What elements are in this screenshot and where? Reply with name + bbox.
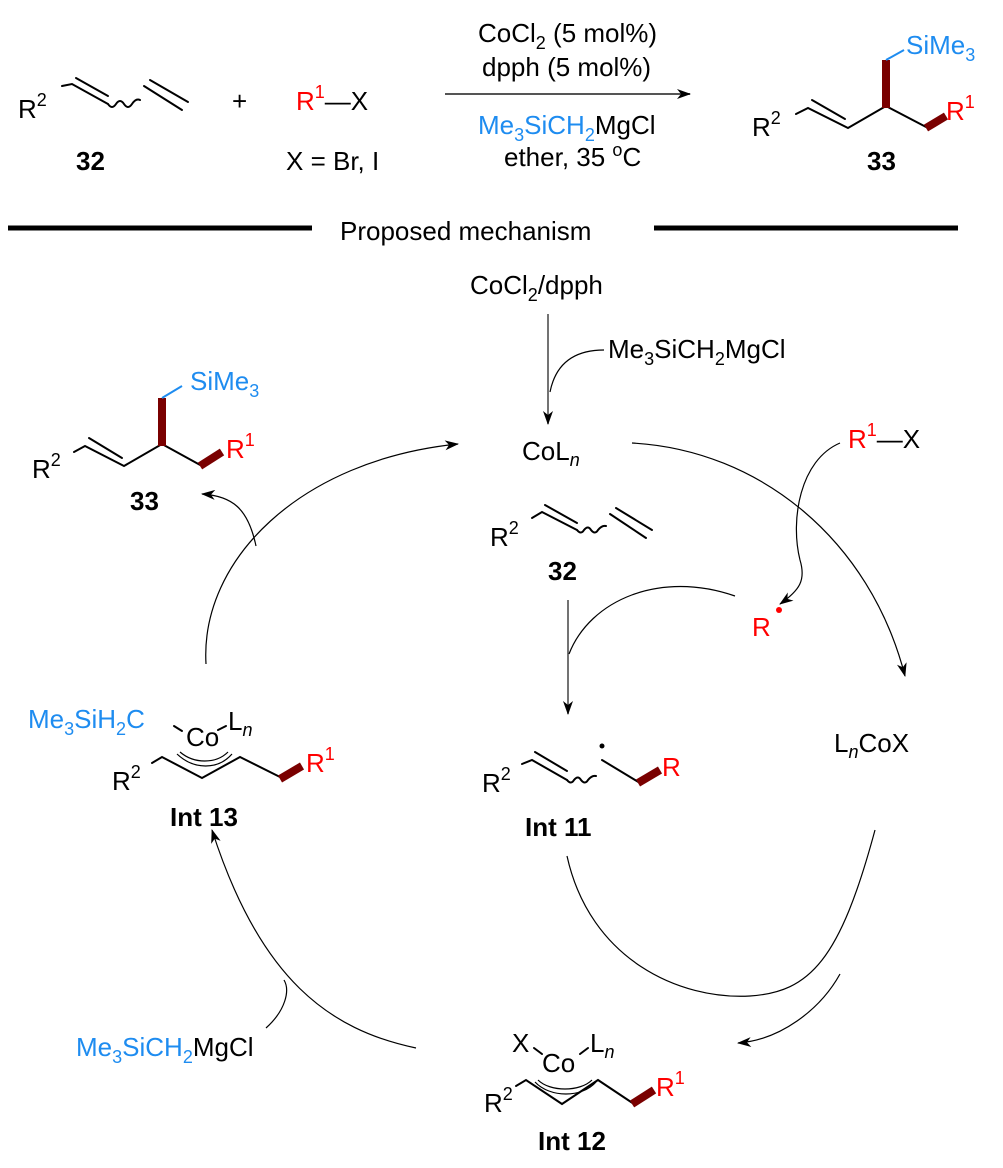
diene-32-cycle: R2 32 (490, 504, 653, 586)
svg-text:R1—X: R1—X (296, 82, 368, 116)
activator-entry-arc (549, 349, 605, 393)
product-33-cycle: R2 SiMe3 R1 33 (32, 366, 259, 516)
radical-dot (776, 607, 782, 613)
reaction-conditions: CoCl2 (5 mol%) dpph (5 mol%) Me3SiCH2MgC… (445, 18, 691, 172)
cobalt-halide: LnCoX (834, 728, 909, 762)
intermediate-label-int12: Int 12 (538, 1126, 606, 1156)
svg-text:Ln: Ln (590, 1028, 614, 1062)
svg-text:R2: R2 (484, 1084, 513, 1118)
section-title: Proposed mechanism (340, 216, 591, 246)
int12-formation-arrow (737, 973, 841, 1048)
halide-to-radical-arrow (779, 442, 841, 605)
product-chain (795, 104, 929, 130)
intermediate-label-int13: Int 13 (170, 802, 238, 832)
radical-dot (599, 743, 605, 749)
svg-text:R2: R2 (112, 762, 141, 796)
alkyl-halide-cycle: R1—X (848, 420, 920, 454)
precatalyst: CoCl2/dpph (470, 270, 603, 305)
svg-text:R1: R1 (306, 744, 335, 778)
svg-text:R2: R2 (752, 108, 781, 142)
intermediate-int12: X Co Ln R2 R1 Int 12 (484, 1028, 685, 1156)
intermediate-label-int11: Int 11 (525, 812, 591, 842)
bond (61, 82, 109, 105)
product-release-arrow (201, 489, 257, 547)
svg-text:R1: R1 (656, 1068, 685, 1102)
grignard-condition: Me3SiCH2MgCl (478, 110, 656, 145)
diene-32: R2 32 (18, 77, 189, 176)
cobalt-capture-arc (566, 829, 876, 997)
catalyst-coln: CoLn (522, 436, 580, 470)
svg-text:R2: R2 (490, 518, 519, 552)
product-33-top: R2 SiMe3 R1 33 (752, 30, 975, 176)
diene-r2: R2 (18, 90, 47, 124)
compound-label-33-cycle: 33 (130, 486, 159, 516)
svg-text:R1: R1 (226, 430, 255, 464)
svg-text:Co: Co (186, 722, 219, 752)
svg-text:SiMe3: SiMe3 (906, 30, 975, 65)
halide-note: X = Br, I (286, 146, 379, 176)
transmetalation-reagent: Me3SiCH2MgCl (76, 1032, 254, 1067)
compound-label-32: 32 (76, 146, 105, 176)
svg-text:X: X (512, 1028, 529, 1058)
intermediate-int13: Me3SiH2C Co Ln R2 R1 Int 13 (28, 704, 335, 832)
alkyl-radical: R (752, 612, 771, 642)
ligand-condition: dpph (5 mol%) (482, 52, 651, 82)
svg-text:R1: R1 (946, 92, 975, 126)
halogen-abstraction-arrow (631, 442, 907, 677)
svg-text:R2: R2 (482, 764, 511, 798)
solvent-temperature: ether, 35 oC (504, 140, 641, 172)
double-bond (75, 77, 109, 97)
svg-text:R: R (662, 752, 681, 782)
alkyl-halide: R1—X X = Br, I (286, 82, 379, 176)
reductive-elimination-arrow (205, 440, 459, 665)
terminal-double-bond (143, 85, 183, 111)
svg-text:SiMe3: SiMe3 (190, 366, 259, 401)
intermediate-int11: R2 R Int 11 (482, 743, 681, 842)
transmetalation-arrow (211, 829, 417, 1049)
radical-entry-arc (568, 585, 736, 655)
plus-sign: + (232, 86, 247, 116)
svg-text:Ln: Ln (228, 706, 252, 740)
activator-reagent: Me3SiCH2MgCl (608, 334, 786, 369)
svg-text:Co: Co (542, 1048, 575, 1078)
grignard-entry-arc (265, 979, 288, 1029)
svg-text:R2: R2 (32, 450, 61, 484)
wavy-bond (107, 98, 141, 108)
svg-text:Me3SiH2C: Me3SiH2C (28, 704, 145, 739)
catalyst-condition: CoCl2 (5 mol%) (478, 18, 657, 53)
compound-label-33: 33 (867, 146, 896, 176)
compound-label-32-cycle: 32 (548, 556, 577, 586)
